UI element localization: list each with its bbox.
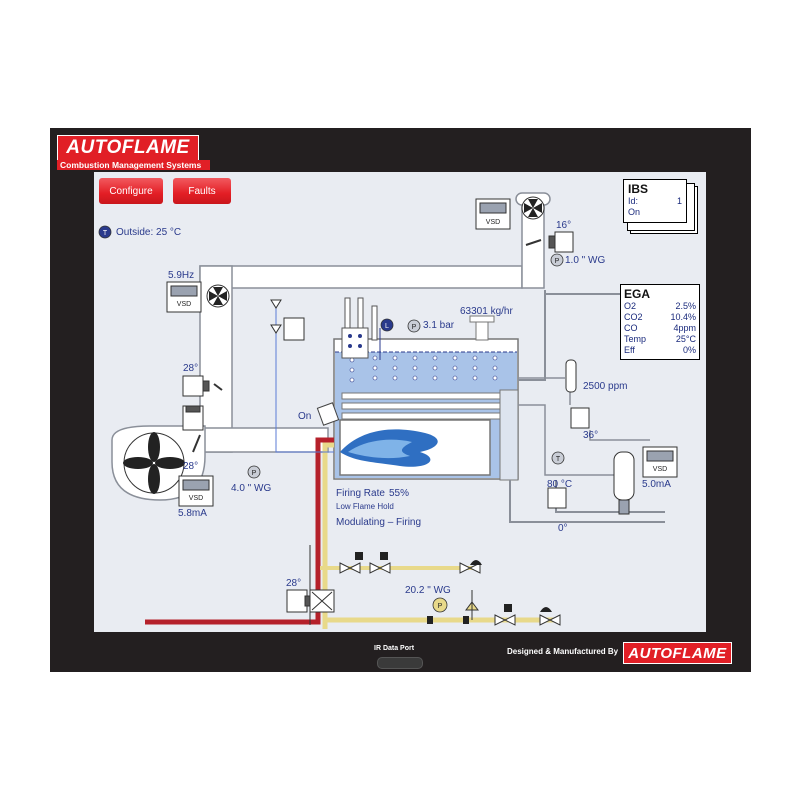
brand-logo: AUTOFLAME	[57, 135, 199, 161]
outside-temp-letter: T	[103, 230, 108, 237]
ega-o2-value: 2.5%	[675, 301, 696, 311]
level-letter: L	[385, 323, 389, 330]
firing-rate-label: Firing Rate	[336, 488, 385, 499]
oil-line	[145, 437, 334, 625]
gas-pressure-letter: P	[438, 603, 443, 610]
pump-current: 5.0mA	[642, 479, 671, 490]
ir-data-port[interactable]	[377, 657, 423, 669]
ega-co2-label: CO2	[624, 312, 643, 322]
fan-top-hz: 5.9Hz	[168, 270, 195, 281]
ega-co-value: 4ppm	[673, 323, 696, 333]
outside-temp-text: Outside: 25 °C	[116, 227, 182, 238]
smoke-box	[499, 389, 519, 481]
air-damper-angle: 28°	[183, 363, 199, 374]
fan-current: 5.8mA	[178, 508, 207, 519]
fire-tube-1	[341, 392, 503, 400]
feed-temp-letter: T	[556, 456, 561, 463]
fire-tube-2	[341, 402, 503, 410]
air-duct-bottom	[199, 427, 329, 453]
tds-sensor	[565, 359, 577, 393]
air-pressure-gauge	[247, 465, 261, 479]
configure-button[interactable]: Configure	[99, 178, 163, 204]
ibs-title: IBS	[628, 182, 649, 196]
fan-damper-angle: 28°	[183, 461, 199, 472]
low-flame-hold: Low Flame Hold	[336, 502, 394, 511]
firing-rate-value: 55%	[389, 488, 410, 499]
tds-reading: 2500 ppm	[583, 381, 628, 392]
ibs-status: On	[628, 207, 641, 217]
operating-mode: Modulating – Firing	[336, 517, 422, 528]
vsd-pump-label: VSD	[653, 466, 667, 473]
brand-logo-bottom: AUTOFLAME	[623, 642, 732, 664]
outside-temp-sensor	[98, 225, 112, 239]
ega-title: EGA	[624, 287, 651, 301]
ega-temp-value: 25°C	[675, 334, 696, 344]
burner-flame	[340, 429, 438, 467]
ega-temp-label: Temp	[624, 334, 647, 344]
fire-tube-3	[341, 412, 503, 420]
pump-body	[613, 451, 635, 501]
pressure-top-letter: P	[555, 258, 560, 265]
ega-eff-value: 0%	[682, 345, 696, 355]
ega-o2-label: O2	[624, 301, 637, 311]
fuel-damper-angle: 28°	[286, 578, 302, 589]
ibs-id-value: 1	[676, 196, 682, 206]
actuator-tds	[570, 407, 590, 429]
level-sensor	[380, 318, 394, 332]
feed-temp-sensor	[551, 451, 565, 465]
actuator-gas-small	[283, 317, 305, 341]
ega-eff-label: Eff	[624, 345, 635, 355]
feed-temp-reading: 80 °C	[547, 479, 573, 490]
brand-tagline: Combustion Management Systems	[57, 160, 210, 170]
ega-co2-value: 10.4%	[670, 312, 696, 322]
vsd-top-label: VSD	[486, 219, 500, 226]
actuator-air	[182, 375, 204, 397]
air-pressure-reading: 4.0 " WG	[231, 483, 272, 494]
ibs-id-label: Id:	[628, 196, 639, 206]
pressure-top-reading: 1.0 " WG	[565, 255, 606, 266]
tds-valve-angle: 36°	[583, 430, 599, 441]
vsd-fan-label: VSD	[189, 495, 203, 502]
gas-pressure-reading: 20.2 " WG	[405, 585, 451, 596]
actuator-top	[554, 231, 574, 253]
ega-panel[interactable]: EGA O2 2.5% CO2 10.4% CO 4ppm Temp 25°C Eff 0…	[620, 284, 700, 360]
actuator-fuel	[286, 589, 308, 613]
actuator-feed	[547, 487, 567, 509]
faults-button[interactable]: Faults	[173, 178, 231, 204]
designed-by-text: Designed & Manufactured By	[507, 647, 619, 656]
feed-valve-angle: 0°	[558, 523, 568, 534]
ibs-panel[interactable]: IBS Id: 1 On	[623, 179, 687, 223]
damper-top-angle: 16°	[556, 220, 572, 231]
steam-pressure-reading: 3.1 bar	[423, 320, 455, 331]
gas-pressure-gauge	[432, 597, 448, 613]
steam-flow-reading: 63301 kg/hr	[460, 306, 513, 317]
vsd-left-label: VSD	[177, 301, 191, 308]
steam-pressure-gauge	[407, 319, 421, 333]
pressure-top-gauge	[550, 253, 564, 267]
air-duct-top	[199, 265, 523, 289]
burner-status: On	[298, 411, 312, 422]
burner-head	[316, 402, 340, 426]
ir-data-port-label: IR Data Port	[374, 645, 415, 652]
ega-co-label: CO	[624, 323, 638, 333]
steam-pressure-letter: P	[412, 324, 417, 331]
air-pressure-letter: P	[252, 470, 257, 477]
